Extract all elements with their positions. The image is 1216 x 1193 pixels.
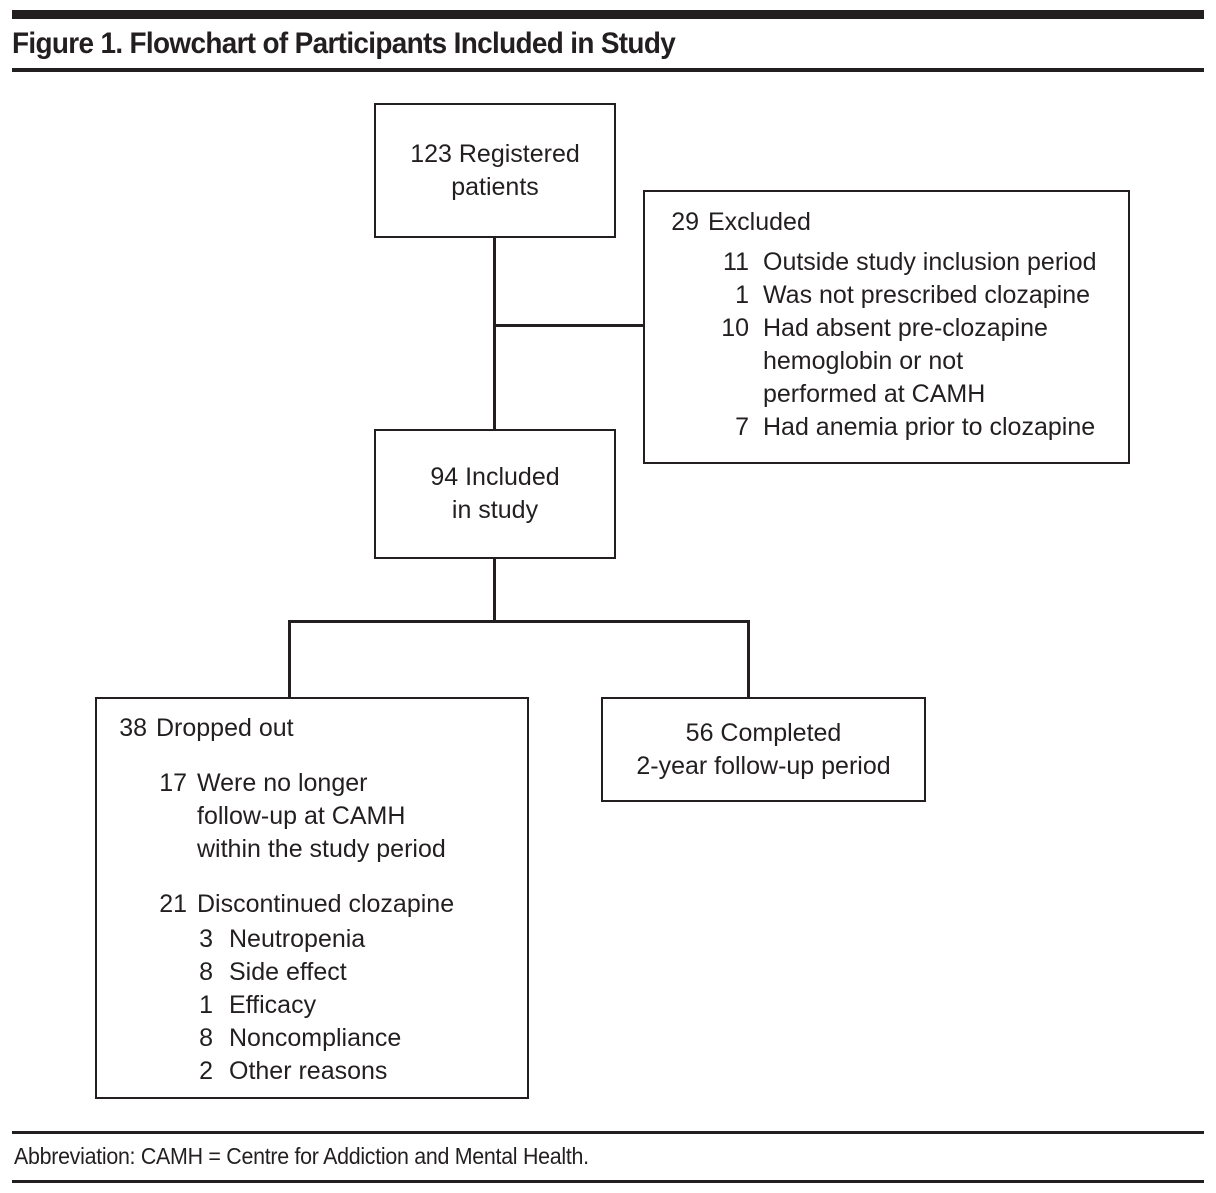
list-item: 1 Was not prescribed clozapine <box>707 279 1128 312</box>
reason-label: Had absent pre-clozapine hemoglobin or n… <box>763 314 1048 408</box>
node-excluded-heading-label: Excluded <box>708 208 811 236</box>
node-completed-followup: 56 Completed 2-year follow-up period <box>601 697 926 802</box>
list-item: 11 Outside study inclusion period <box>707 246 1128 279</box>
node-completed-line2: 2-year follow-up period <box>636 751 891 780</box>
node-excluded: 29 Excluded 11 Outside study inclusion p… <box>643 190 1130 464</box>
footer-rule-top <box>12 1131 1204 1134</box>
group-label: Were no longer follow-up at CAMH within … <box>197 769 446 863</box>
list-item: 10 Had absent pre-clozapine hemoglobin o… <box>707 312 1128 411</box>
reason-label: Efficacy <box>229 991 317 1019</box>
reason-label: Other reasons <box>229 1057 388 1085</box>
connector-split-left-drop <box>288 620 291 699</box>
node-included-in-study: 94 Included in study <box>374 429 616 559</box>
reason-count: 1 <box>199 991 213 1019</box>
reason-count: 11 <box>723 248 749 276</box>
list-item: 21 Discontinued clozapine <box>153 888 527 921</box>
header-rule-thick <box>12 10 1204 19</box>
node-completed-line1: 56 Completed <box>685 718 842 747</box>
list-item: 8 Side effect <box>183 956 527 989</box>
node-dropped-out-heading-count: 38 <box>119 714 147 742</box>
connector-registered-to-included <box>493 238 496 429</box>
list-item: 7 Had anemia prior to clozapine <box>707 411 1128 444</box>
reason-label: Side effect <box>229 958 347 986</box>
node-dropped-out-heading: 38 Dropped out <box>113 712 527 745</box>
list-item: 17 Were no longer follow-up at CAMH with… <box>153 767 527 866</box>
list-item: 3 Neutropenia <box>183 923 527 956</box>
reason-count: 7 <box>735 413 749 441</box>
node-registered-line1: 123 Registered <box>410 139 580 168</box>
list-item: 1 Efficacy <box>183 989 527 1022</box>
reason-count: 8 <box>199 1024 213 1052</box>
reason-label: Had anemia prior to clozapine <box>763 413 1096 441</box>
figure-title: Figure 1. Flowchart of Participants Incl… <box>12 27 676 60</box>
reason-label: Was not prescribed clozapine <box>763 281 1091 309</box>
list-item: 2 Other reasons <box>183 1055 527 1088</box>
node-dropped-out-content: 38 Dropped out 17 Were no longer follow-… <box>97 699 527 1088</box>
node-included-line2: in study <box>451 496 539 524</box>
node-registered-line2: patients <box>451 172 539 201</box>
reason-count: 2 <box>199 1057 213 1085</box>
header-rule-thin <box>12 68 1204 72</box>
footer-rule-bottom <box>12 1180 1204 1183</box>
node-excluded-content: 29 Excluded 11 Outside study inclusion p… <box>645 192 1128 444</box>
reason-count: 10 <box>721 314 749 342</box>
group-count: 21 <box>159 890 187 918</box>
node-excluded-heading-count: 29 <box>671 208 699 236</box>
reason-count: 8 <box>199 958 213 986</box>
connector-included-down <box>493 559 496 622</box>
list-item: 8 Noncompliance <box>183 1022 527 1055</box>
reason-label: Neutropenia <box>229 925 366 953</box>
node-excluded-reason-list: 11 Outside study inclusion period 1 Was … <box>665 246 1128 444</box>
connector-split-horizontal <box>288 620 750 623</box>
discontinued-reason-list: 3 Neutropenia 8 Side effect 1 Efficacy 8… <box>183 923 527 1088</box>
group-count: 17 <box>159 769 187 797</box>
dropped-out-group: 17 Were no longer follow-up at CAMH with… <box>153 767 527 866</box>
reason-label: Outside study inclusion period <box>763 248 1097 276</box>
reason-count: 3 <box>199 925 213 953</box>
node-dropped-out: 38 Dropped out 17 Were no longer follow-… <box>95 697 529 1099</box>
reason-count: 1 <box>735 281 749 309</box>
node-dropped-out-heading-label: Dropped out <box>156 714 294 742</box>
connector-split-right-drop <box>747 620 750 699</box>
connector-to-excluded <box>493 324 643 327</box>
node-excluded-heading: 29 Excluded <box>665 206 1128 239</box>
reason-label: Noncompliance <box>229 1024 402 1052</box>
node-included-line1: 94 Included <box>430 463 560 491</box>
node-registered-patients: 123 Registered patients <box>374 103 616 238</box>
group-label: Discontinued clozapine <box>197 890 455 918</box>
figure-footnote: Abbreviation: CAMH = Centre for Addictio… <box>14 1143 589 1169</box>
dropped-out-group: 21 Discontinued clozapine 3 Neutropenia … <box>153 888 527 1088</box>
